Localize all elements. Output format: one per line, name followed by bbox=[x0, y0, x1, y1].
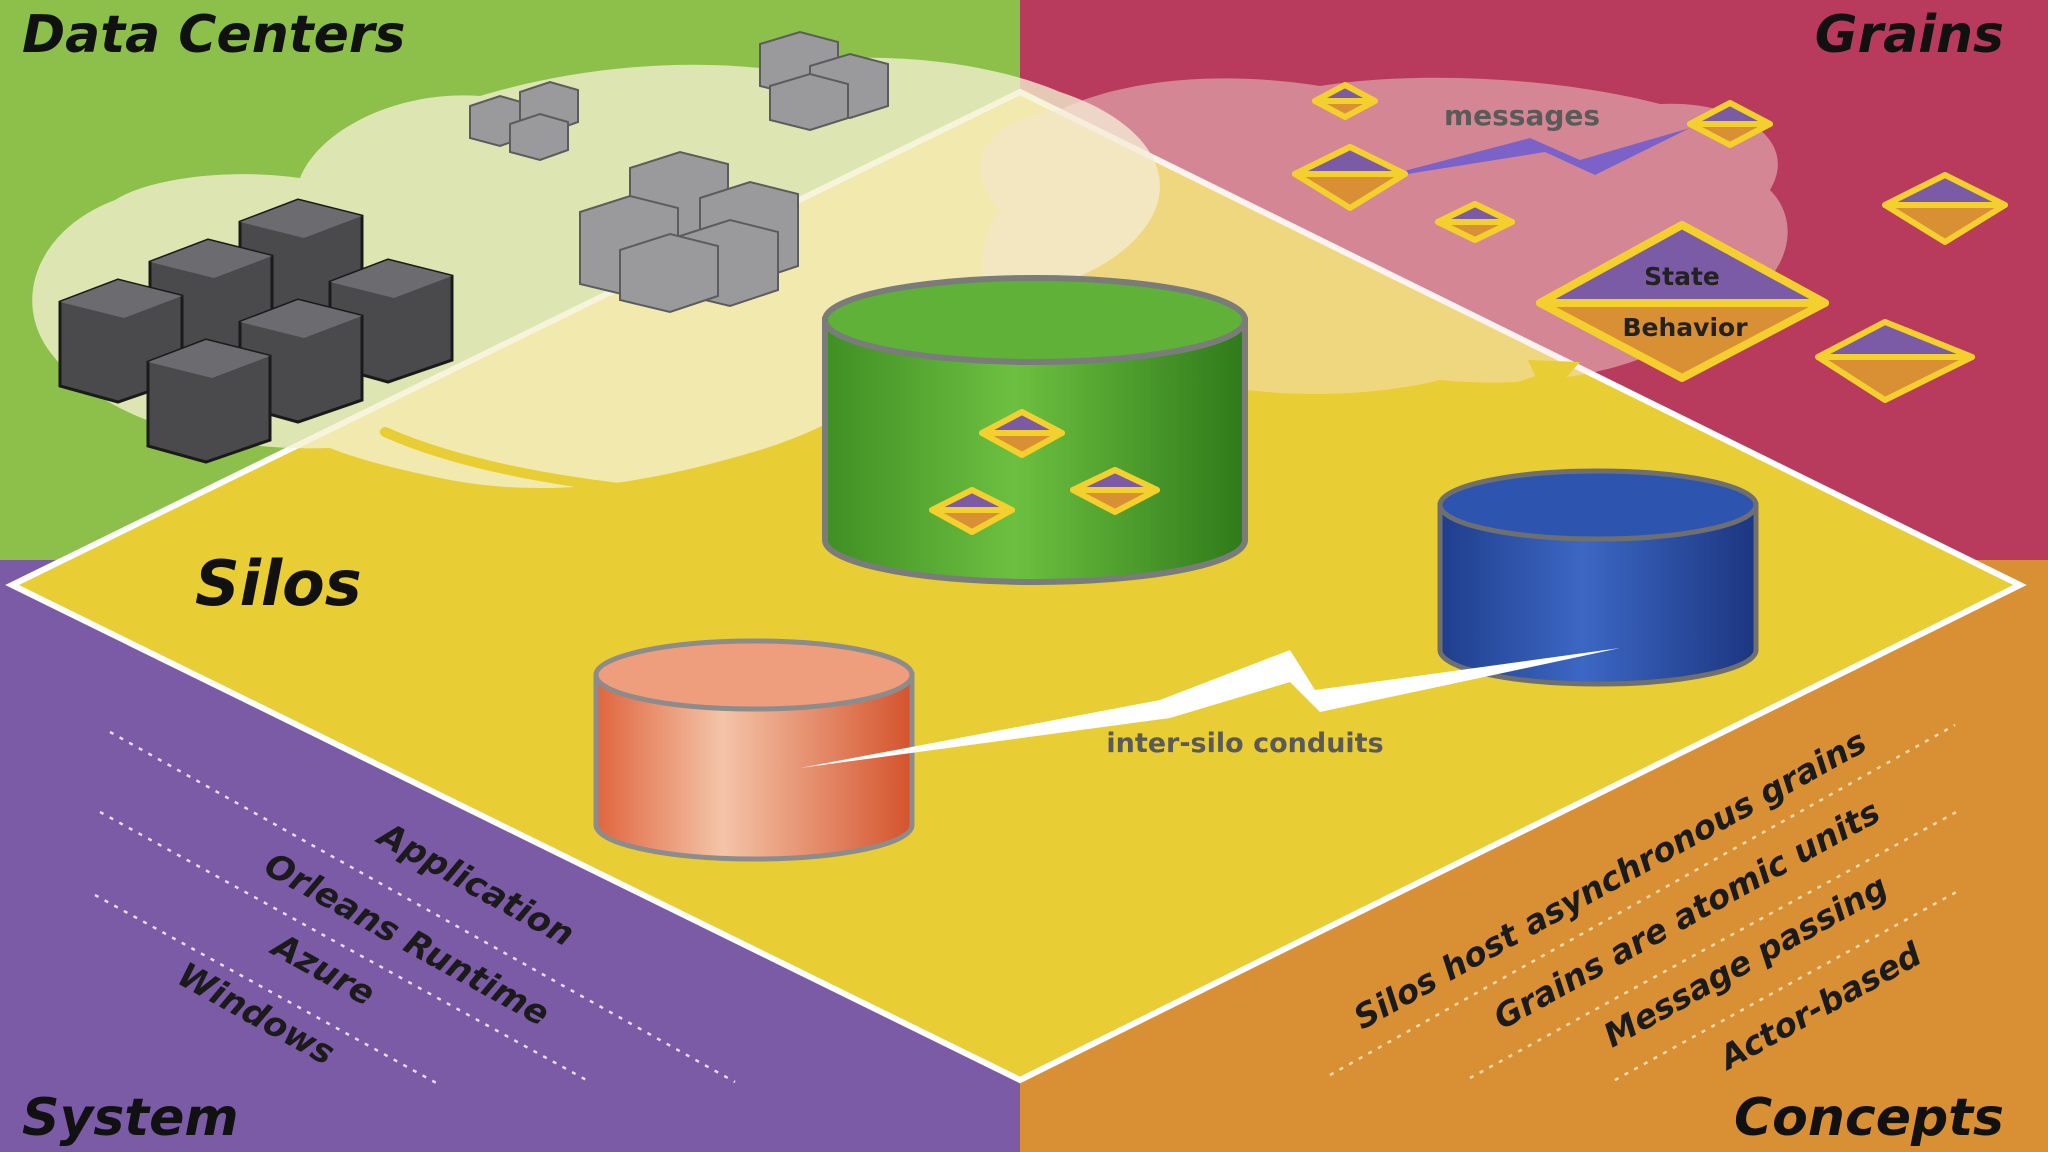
inter-silo-conduit bbox=[800, 648, 1620, 768]
conduits-label: inter-silo conduits bbox=[1106, 728, 1383, 759]
grain-icon bbox=[1815, 319, 1975, 403]
concepts-dotted-lines bbox=[1329, 723, 1961, 1082]
server-racks-large bbox=[58, 198, 454, 464]
grain-behavior-label: Behavior bbox=[1622, 313, 1748, 342]
system-title: System bbox=[22, 1088, 239, 1148]
silos-title: Silos bbox=[195, 547, 362, 620]
grain-icon bbox=[1687, 100, 1773, 148]
messages-label: messages bbox=[1444, 99, 1600, 132]
grain-state-label: State bbox=[1644, 262, 1720, 291]
grain-diamonds bbox=[929, 82, 2008, 535]
data-centers-title: Data Centers bbox=[22, 5, 405, 65]
grain-icon bbox=[1070, 467, 1160, 515]
system-dotted-lines bbox=[94, 730, 736, 1087]
grain-icon bbox=[929, 487, 1015, 535]
flow-arrow-right bbox=[1285, 360, 1580, 440]
grain-icon bbox=[979, 409, 1065, 458]
grain-icon bbox=[1435, 201, 1515, 243]
messages-lightning bbox=[1370, 128, 1690, 180]
grain-icon bbox=[1292, 144, 1408, 211]
large-grain bbox=[1536, 221, 1829, 382]
server-racks-small bbox=[469, 30, 889, 314]
grains-title: Grains bbox=[1815, 5, 2004, 65]
grain-icon bbox=[1312, 82, 1378, 120]
concepts-title: Concepts bbox=[1734, 1088, 2004, 1148]
grain-icon bbox=[1882, 172, 2008, 245]
blue-silo bbox=[1437, 468, 1759, 687]
orange-silo bbox=[593, 638, 915, 862]
flow-arrow-left bbox=[380, 427, 770, 518]
